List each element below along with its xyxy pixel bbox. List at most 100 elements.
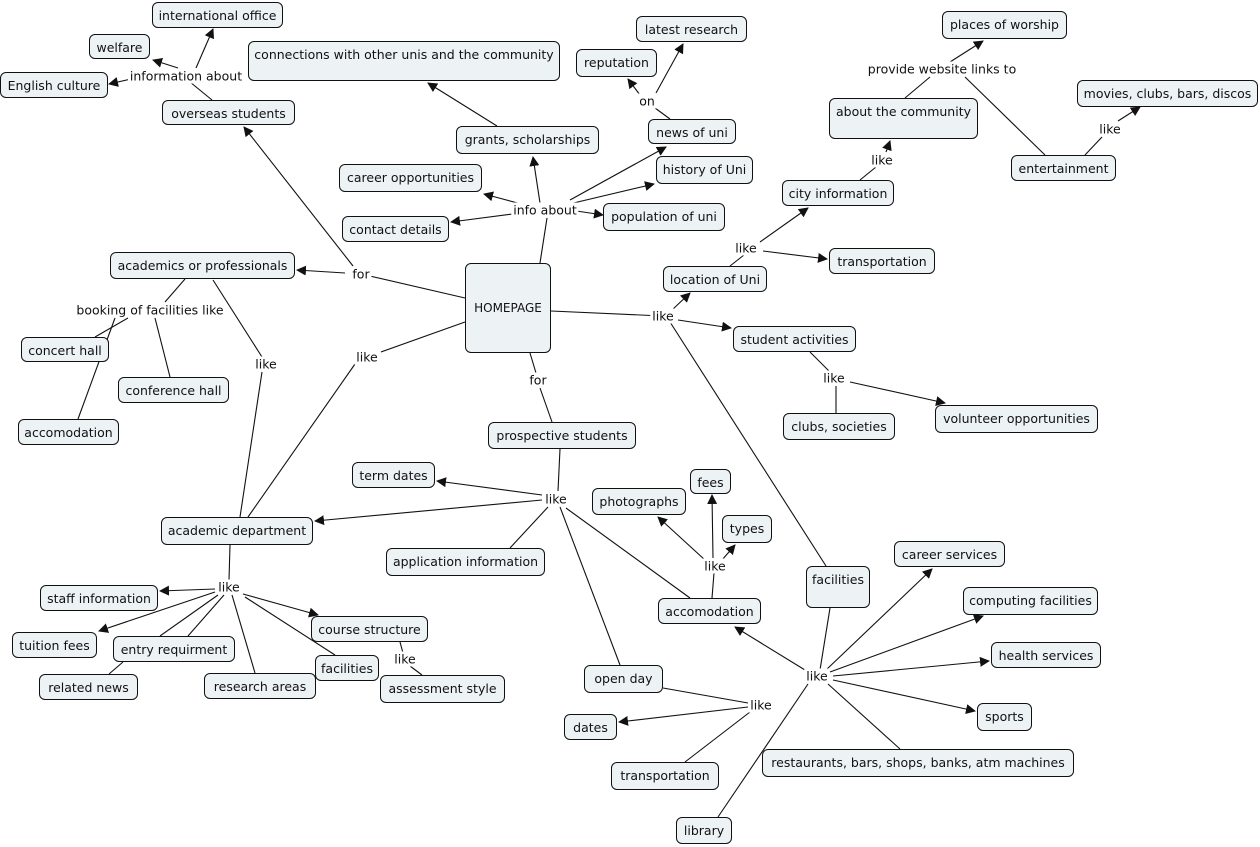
- linking-phrase: info about: [511, 202, 579, 218]
- concept-latest-research[interactable]: latest research: [636, 16, 747, 42]
- concept-facilities[interactable]: facilities: [315, 655, 379, 681]
- concept-reputation[interactable]: reputation: [576, 49, 657, 77]
- line-connector: [711, 572, 715, 599]
- concept-academic-department[interactable]: academic department: [161, 517, 313, 545]
- linking-phrase: like: [804, 668, 830, 684]
- concept-international-office[interactable]: international office: [152, 2, 283, 28]
- linking-phrase: like: [702, 558, 728, 574]
- concept-transportation[interactable]: transportation: [829, 248, 935, 274]
- arrow-connector: [152, 57, 179, 69]
- line-connector: [380, 321, 466, 353]
- arrow-connector: [159, 585, 216, 596]
- concept-library[interactable]: library: [676, 817, 732, 844]
- line-connector: [1084, 136, 1103, 156]
- line-connector: [809, 351, 831, 373]
- concept-career-services[interactable]: career services: [894, 541, 1005, 567]
- concept-restaurants-bars-shops-banks-atm-machines[interactable]: restaurants, bars, shops, banks, atm mac…: [762, 749, 1074, 777]
- concept-term-dates[interactable]: term dates: [352, 462, 435, 488]
- linking-phrase: like: [543, 491, 569, 507]
- arrow-connector: [436, 477, 543, 496]
- arrow-connector: [671, 292, 691, 311]
- line-connector: [212, 279, 263, 358]
- linking-phrase: booking of facilities like: [74, 302, 226, 318]
- line-connector: [654, 107, 671, 120]
- arrow-connector: [832, 679, 976, 714]
- concept-city-information[interactable]: city information: [782, 180, 894, 206]
- concept-transportation[interactable]: transportation: [611, 762, 719, 790]
- concept-prospective-students[interactable]: prospective students: [488, 422, 636, 449]
- concept-places-of-worship[interactable]: places of worship: [942, 11, 1067, 39]
- concept-about-the-community[interactable]: about the community: [829, 98, 978, 139]
- concept-application-information[interactable]: application information: [386, 548, 545, 576]
- concept-accomodation[interactable]: accomodation: [18, 419, 119, 445]
- concept-entertainment[interactable]: entertainment: [1011, 155, 1116, 181]
- concept-homepage[interactable]: HOMEPAGE: [465, 263, 551, 353]
- concept-news-of-uni[interactable]: news of uni: [648, 119, 736, 144]
- concept-assessment-style[interactable]: assessment style: [380, 675, 505, 703]
- line-connector: [827, 683, 901, 750]
- linking-phrase: like: [253, 356, 279, 372]
- concept-facilities[interactable]: facilities: [806, 566, 870, 608]
- concept-connections-with-other-unis-and-the-community[interactable]: connections with other unis and the comm…: [248, 41, 560, 81]
- line-connector: [164, 278, 186, 303]
- concept-grants-scholarships[interactable]: grants, scholarships: [456, 126, 599, 154]
- line-connector: [964, 76, 1046, 156]
- arrow-connector: [98, 591, 216, 633]
- arrow-connector: [195, 28, 214, 69]
- arrow-connector: [832, 656, 990, 677]
- concept-location-of-uni[interactable]: location of Uni: [663, 266, 767, 292]
- concept-english-culture[interactable]: English culture: [0, 72, 108, 98]
- arrow-connector: [721, 544, 736, 561]
- concept-conference-hall[interactable]: conference hall: [118, 377, 229, 403]
- arrow-connector: [949, 40, 984, 63]
- arrow-connector: [677, 319, 732, 332]
- arrow-connector: [762, 250, 828, 263]
- concept-movies-clubs-bars-discos[interactable]: movies, clubs, bars, discos: [1077, 80, 1258, 107]
- concept-student-activities[interactable]: student activities: [733, 326, 856, 352]
- concept-welfare[interactable]: welfare: [89, 34, 150, 59]
- arrow-connector: [627, 78, 641, 96]
- concept-sports[interactable]: sports: [977, 703, 1032, 731]
- concept-research-areas[interactable]: research areas: [204, 673, 316, 699]
- linking-phrase: like: [392, 651, 418, 667]
- concept-fees[interactable]: fees: [690, 469, 731, 494]
- concept-entry-requirment[interactable]: entry requirment: [113, 636, 235, 662]
- concept-types[interactable]: types: [722, 515, 772, 543]
- arrow-connector: [759, 207, 809, 243]
- concept-overseas-students[interactable]: overseas students: [162, 100, 295, 125]
- concept-clubs-societies[interactable]: clubs, societies: [783, 413, 895, 440]
- concept-course-structure[interactable]: course structure: [311, 616, 428, 642]
- linking-phrase: for: [350, 266, 372, 282]
- arrow-connector: [296, 265, 346, 276]
- concept-population-of-uni[interactable]: population of uni: [603, 203, 725, 231]
- arrow-connector: [707, 494, 718, 559]
- linking-phrase: information about: [127, 68, 245, 84]
- arrow-connector: [829, 614, 984, 673]
- line-connector: [244, 596, 336, 656]
- concept-concert-hall[interactable]: concert hall: [21, 337, 109, 362]
- concept-open-day[interactable]: open day: [584, 665, 663, 693]
- concept-health-services[interactable]: health services: [991, 642, 1101, 668]
- concept-related-news[interactable]: related news: [39, 674, 138, 700]
- line-connector: [550, 310, 664, 317]
- concept-academics-or-professionals[interactable]: academics or professionals: [110, 252, 295, 279]
- concept-dates[interactable]: dates: [564, 714, 617, 740]
- line-connector: [239, 371, 263, 518]
- line-connector: [729, 254, 745, 267]
- linking-phrase: provide website links to: [865, 61, 1019, 77]
- concept-tuition-fees[interactable]: tuition fees: [12, 632, 97, 658]
- concept-photographs[interactable]: photographs: [592, 488, 686, 515]
- line-connector: [108, 661, 124, 675]
- concept-staff-information[interactable]: staff information: [40, 585, 158, 611]
- concept-volunteer-opportunities[interactable]: volunteer opportunities: [935, 405, 1098, 433]
- concept-contact-details[interactable]: contact details: [342, 216, 449, 242]
- line-connector: [539, 217, 548, 264]
- concept-history-of-uni[interactable]: history of Uni: [656, 156, 753, 184]
- concept-computing-facilities[interactable]: computing facilities: [963, 587, 1098, 615]
- arrow-connector: [825, 568, 933, 671]
- linking-phrase: like: [1097, 121, 1123, 137]
- concept-accomodation[interactable]: accomodation: [658, 598, 761, 624]
- linking-phrase: like: [733, 240, 759, 256]
- concept-career-opportunities[interactable]: career opportunities: [339, 164, 482, 192]
